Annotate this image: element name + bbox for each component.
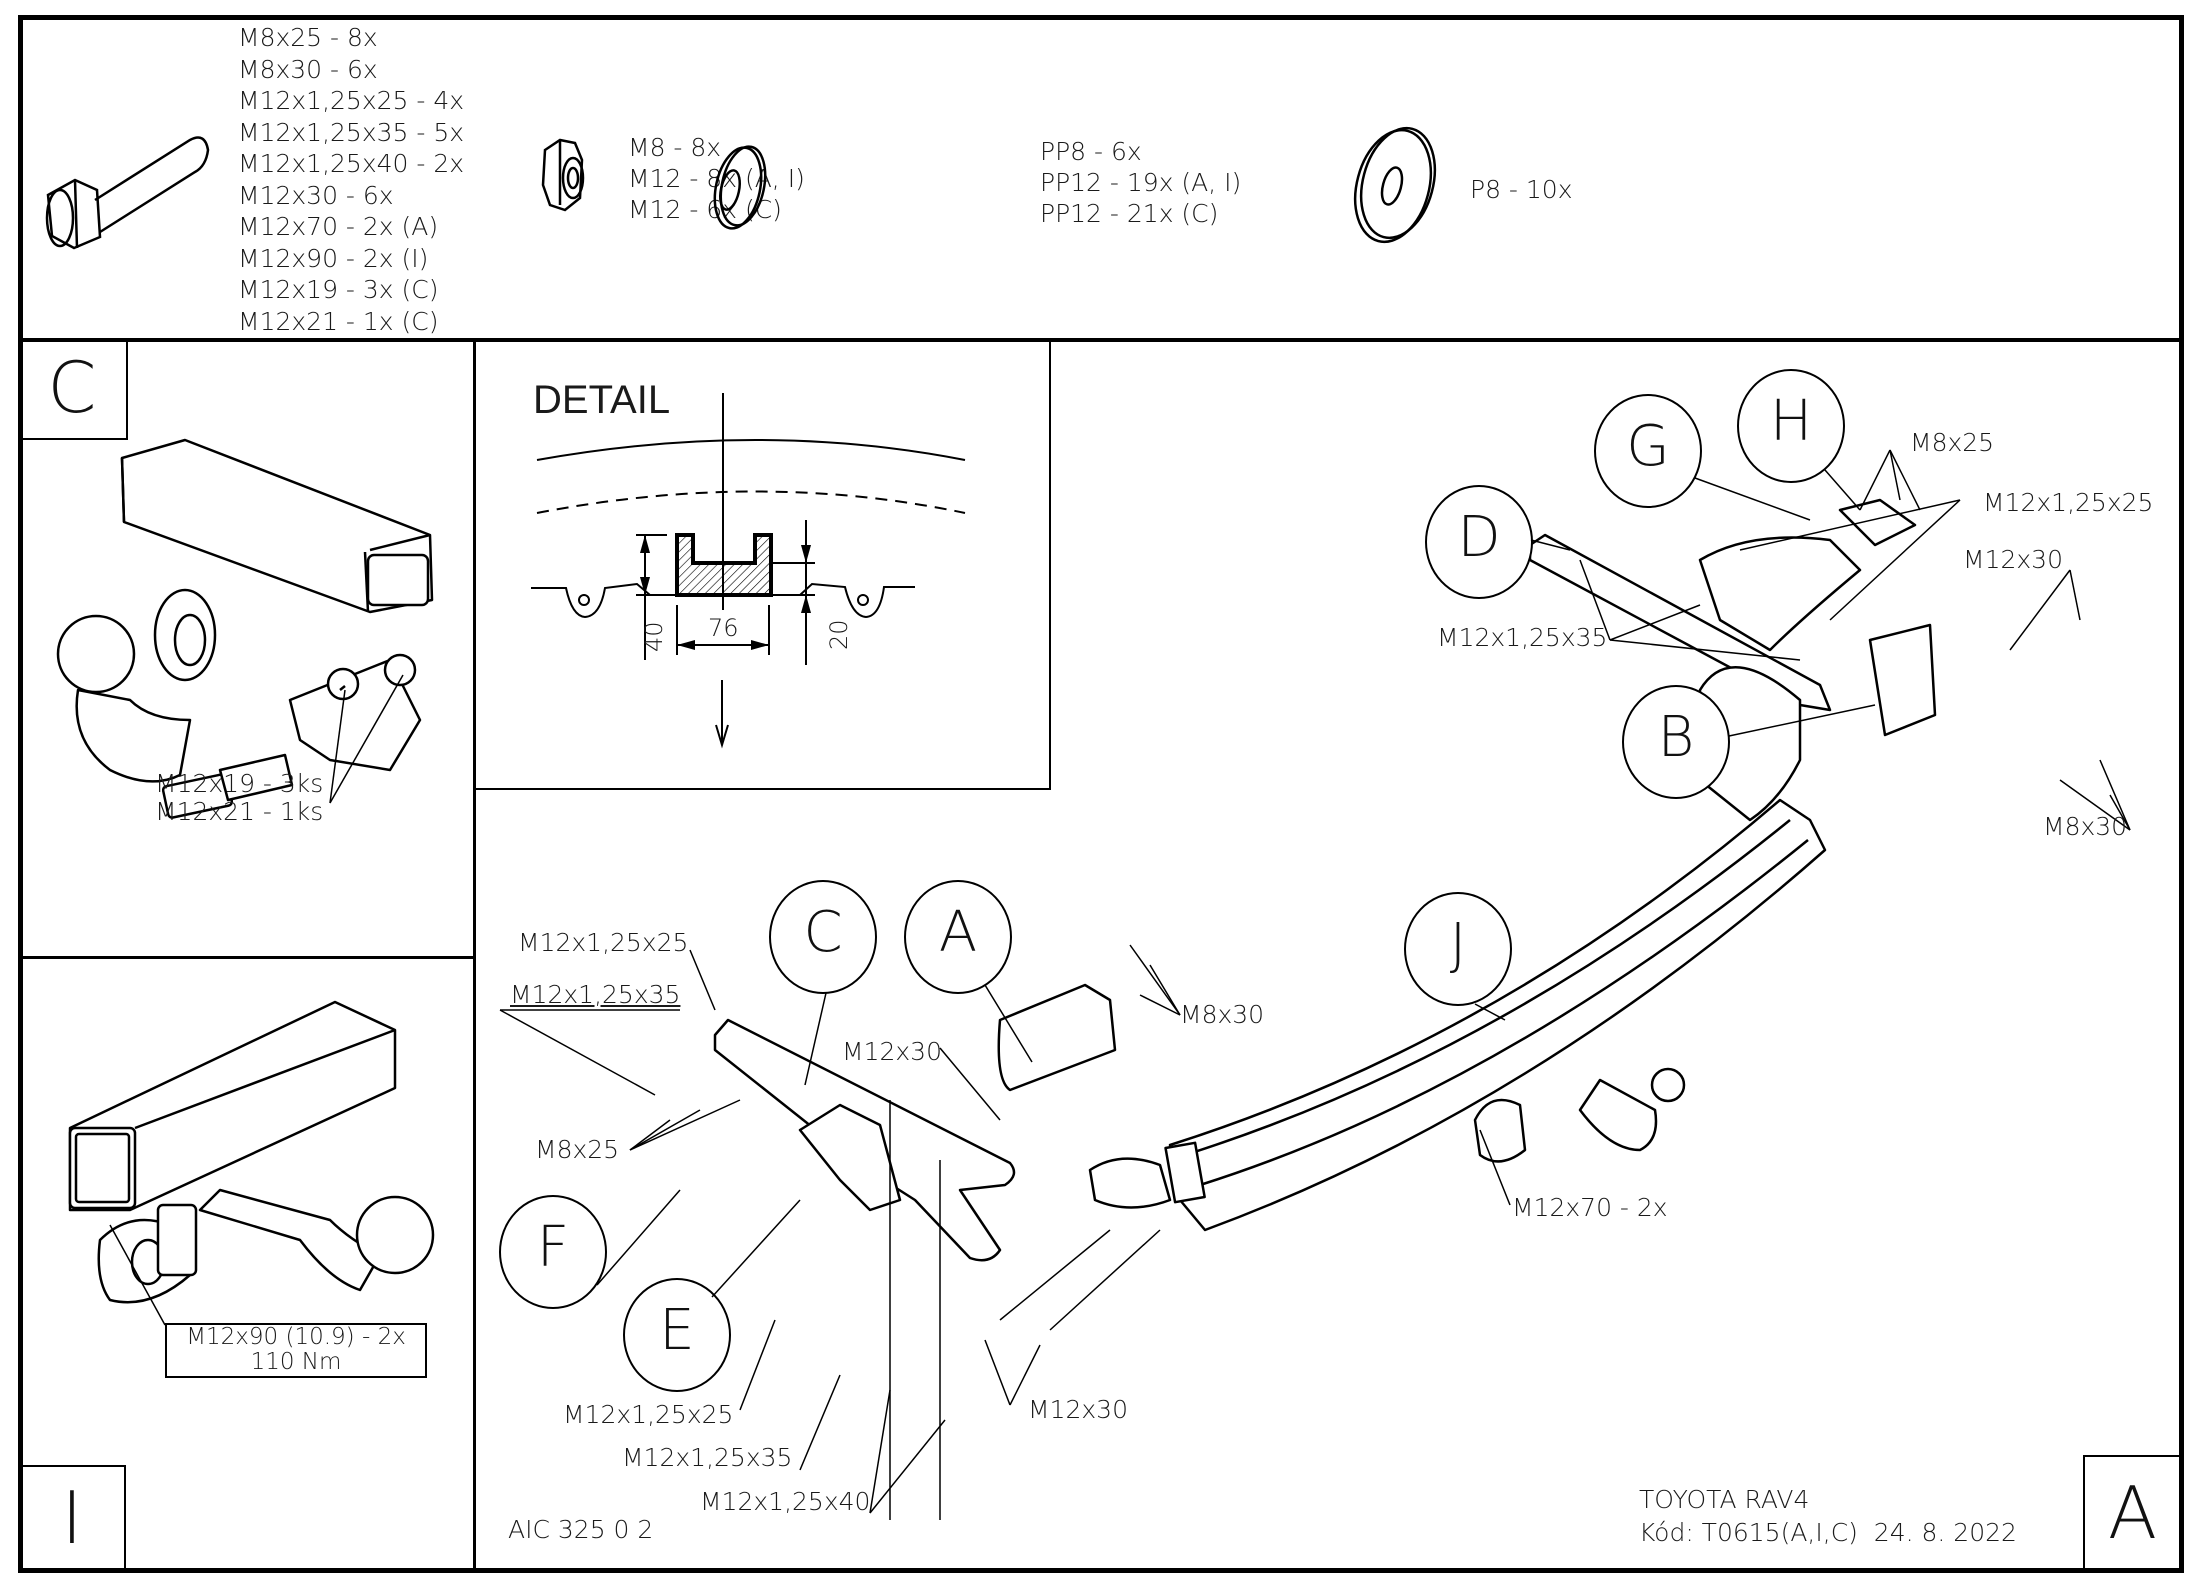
callout-m12x30-right: M12x30 [1963,545,2063,574]
part-circle-d [1426,486,1532,598]
spring-washer-list: PP8 - 6x PP12 - 19x (A, I) PP12 - 21x (C… [1040,136,1241,229]
variant-letter: A [2107,1471,2158,1555]
part-circle-e [624,1279,730,1391]
bracket-b [1700,667,1800,820]
panel-i-letter: I [61,1476,83,1560]
detail-box [473,340,1051,790]
spring-washer-icon [0,0,2204,340]
callout-m12x1-25x35-left: M12x1,25x35 [510,980,681,1009]
callout-lines-c [0,0,480,960]
left-column-divider [473,340,476,1570]
tow-hitch-i-drawing [0,0,480,1585]
callout-m12x1-25x25-top: M12x1,25x25 [1983,488,2154,517]
bracket-g [1700,538,1860,651]
part-circle-j [1405,893,1511,1005]
variant-letter-box [2083,1455,2184,1573]
part-circle-g [1595,395,1701,507]
callout-m8x25-top: M8x25 [1910,428,1995,457]
bolt-item: M12x1,25x40 - 2x [238,149,465,178]
drawing-frame [18,15,2184,1573]
flat-washer-item: P8 - 10x [1470,175,1573,204]
bolt-torque-box: M12x90 (10.9) - 2x 110 Nm [165,1323,427,1378]
part-letter-b: B [1657,705,1695,770]
bolt-item: M12x1,25x35 - 5x [238,117,465,147]
callout-line-i [0,0,480,1585]
dim-width-label: 76 [708,614,739,642]
header-divider [18,338,2184,342]
panel-c-label: M12x19 - 3ks M12x21 - 1ks [155,770,323,826]
bolt-item: M12x19 - 3x (C) [238,275,439,304]
bolt-item: M12x1,25x25 - 4x [238,86,465,115]
bolt-icon [0,0,2204,340]
callout-m8x25-left: M8x25 [535,1135,620,1164]
detail-drawing [0,0,1100,800]
spring-washer-item: PP12 - 19x (A, I) [1040,168,1242,197]
callout-m12x30-bottom: M12x30 [1028,1395,1128,1424]
left-panels-divider [18,956,475,959]
bracket-h [1840,500,1915,545]
callout-m12x1-25x35-top: M12x1,25x35 [1437,623,1608,652]
panel-c-label-line: M12x21 - 1ks [155,797,324,826]
callout-m12x1-25x25-left: M12x1,25x25 [518,928,689,957]
panel-c-letter-box [18,340,128,440]
bolt-item: M8x30 - 6x [238,54,378,84]
bolt-item: M12x70 - 2x (A) [238,212,439,241]
vehicle-model: TOYOTA RAV4 [1639,1485,1810,1514]
callout-m12x1-25x25-bottom: M12x1,25x25 [563,1400,734,1429]
callout-m12x70: M12x70 - 2x [1512,1193,1668,1222]
callout-m8x30-right: M8x30 [2043,812,2128,841]
panel-i-letter-box [18,1465,126,1573]
bracket-a [999,985,1115,1090]
part-letter-g: G [1626,414,1670,479]
nut-item: M8 - 8x [628,133,722,162]
bolt-item: M12x90 - 2x (I) [238,243,429,273]
part-letter-a: A [938,900,978,965]
part-circle-f [500,1196,606,1308]
nut-icon [0,0,2204,340]
spring-washer-item: PP8 - 6x [1040,137,1142,166]
part-letter-f: F [536,1215,570,1280]
panel-c-letter: C [47,347,97,429]
spring-washer-item: PP12 - 21x (C) [1040,199,1219,228]
part-letter-c: C [803,900,843,965]
part-letter-d: D [1457,505,1501,570]
torque-label: 110 Nm [250,1349,342,1375]
part-letter-j: J [1449,912,1467,977]
crossbar-j [1170,800,1825,1230]
callout-m12x30-mid: M12x30 [842,1037,942,1066]
flat-washer-icon [0,0,2204,340]
callout-m12x1-25x35-bottom: M12x1,25x35 [622,1443,793,1472]
part-letter-e: E [659,1298,695,1363]
part-circle-b [1623,686,1729,798]
part-circle-h [1738,370,1844,482]
bolt-item: M8x25 - 8x [238,23,378,52]
bolt-list: M8x25 - 8x M8x30 - 6x M12x1,25x25 - 4x M… [238,22,464,337]
part-circle-c [770,881,876,993]
detail-title: DETAIL [533,378,671,422]
bolt-item: M12x21 - 1x (C) [238,306,439,336]
drawing-number: AIC 325 0 2 [508,1515,654,1544]
callout-m8x30-mid: M8x30 [1180,1000,1265,1029]
part-circle-a [905,881,1011,993]
flat-washer-list: P8 - 10x [1470,174,1573,205]
tow-hitch-c-drawing [0,0,480,960]
bolt-item: M12x30 - 6x [238,180,394,210]
panel-c-label-line: M12x19 - 3ks [155,769,324,798]
callout-m12x1-25x40-bottom: M12x1,25x40 [700,1487,871,1516]
code-and-date: Kód: T0615(A,I,C) 24. 8. 2022 [1639,1518,2017,1547]
part-letter-h: H [1769,389,1813,454]
bolt-spec-label: M12x90 (10.9) - 2x [186,1324,406,1350]
